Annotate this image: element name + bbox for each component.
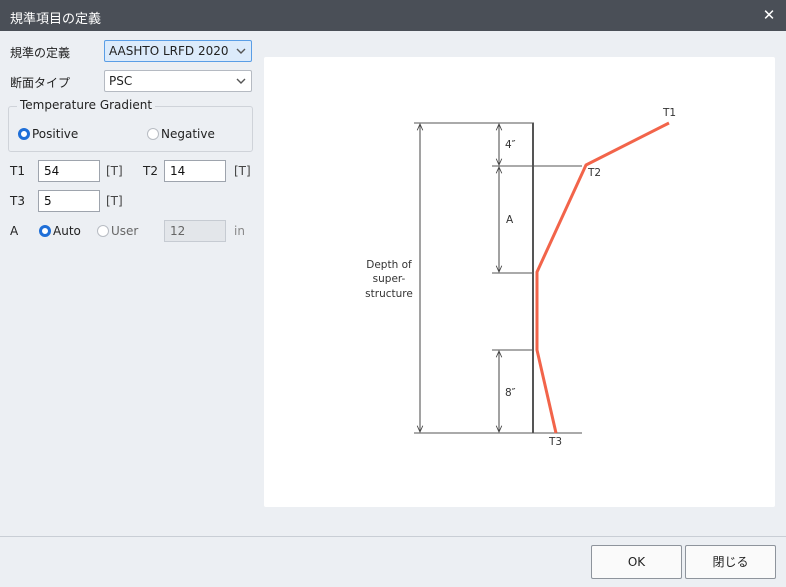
- close-icon[interactable]: ✕: [762, 6, 776, 24]
- t1-label: T1: [10, 164, 25, 178]
- standard-label: 規準の定義: [10, 46, 71, 60]
- ok-button[interactable]: OK: [591, 545, 682, 579]
- auto-label[interactable]: Auto: [53, 224, 81, 238]
- standard-select-value: AASHTO LRFD 2020: [109, 44, 229, 58]
- a-dimension-label: A: [506, 214, 514, 226]
- window-title: 規準項目の定義: [10, 12, 102, 27]
- t3-label: T3: [10, 194, 25, 208]
- positive-label[interactable]: Positive: [32, 127, 79, 141]
- t1-diagram-label: T1: [662, 107, 676, 119]
- temperature-gradient-title: Temperature Gradient: [17, 98, 156, 112]
- t2-label: T2: [143, 164, 158, 178]
- section-type-select-value: PSC: [109, 74, 133, 88]
- depth-label-line3: structure: [365, 288, 413, 300]
- chevron-down-icon: [236, 78, 246, 84]
- negative-label[interactable]: Negative: [161, 127, 215, 141]
- user-label[interactable]: User: [111, 224, 139, 238]
- a-label: A: [10, 224, 19, 238]
- t1-unit: [T]: [106, 164, 123, 178]
- standard-select[interactable]: AASHTO LRFD 2020: [104, 40, 252, 62]
- chevron-down-icon: [236, 48, 246, 54]
- positive-radio[interactable]: [18, 128, 30, 140]
- t2-input[interactable]: 14: [164, 160, 226, 182]
- depth-label-line1: Depth of: [366, 259, 412, 271]
- diagram-panel: T1 T2 T3 4″ A 8″ Depth of super- structu…: [264, 57, 775, 507]
- close-button[interactable]: 閉じる: [685, 545, 776, 579]
- a-unit: in: [234, 224, 245, 238]
- a-value-input: 12: [164, 220, 226, 242]
- gradient-profile-line: [535, 121, 670, 434]
- t3-diagram-label: T3: [548, 436, 562, 448]
- section-type-label: 断面タイプ: [10, 76, 71, 90]
- t1-input[interactable]: 54: [38, 160, 100, 182]
- title-bar: 規準項目の定義 ✕: [0, 0, 786, 31]
- section-type-select[interactable]: PSC: [104, 70, 252, 92]
- t2-unit: [T]: [234, 164, 251, 178]
- user-radio[interactable]: [97, 225, 109, 237]
- depth-label-line2: super-: [373, 273, 406, 285]
- negative-radio[interactable]: [147, 128, 159, 140]
- eight-inch-label: 8″: [505, 387, 516, 399]
- temperature-gradient-diagram: T1 T2 T3 4″ A 8″ Depth of super- structu…: [365, 107, 676, 448]
- temperature-gradient-group: Temperature Gradient: [8, 98, 253, 152]
- four-inch-label: 4″: [505, 139, 516, 151]
- auto-radio[interactable]: [39, 225, 51, 237]
- t3-unit: [T]: [106, 194, 123, 208]
- footer-separator: [0, 536, 786, 537]
- t3-input[interactable]: 5: [38, 190, 100, 212]
- t2-diagram-label: T2: [587, 167, 601, 179]
